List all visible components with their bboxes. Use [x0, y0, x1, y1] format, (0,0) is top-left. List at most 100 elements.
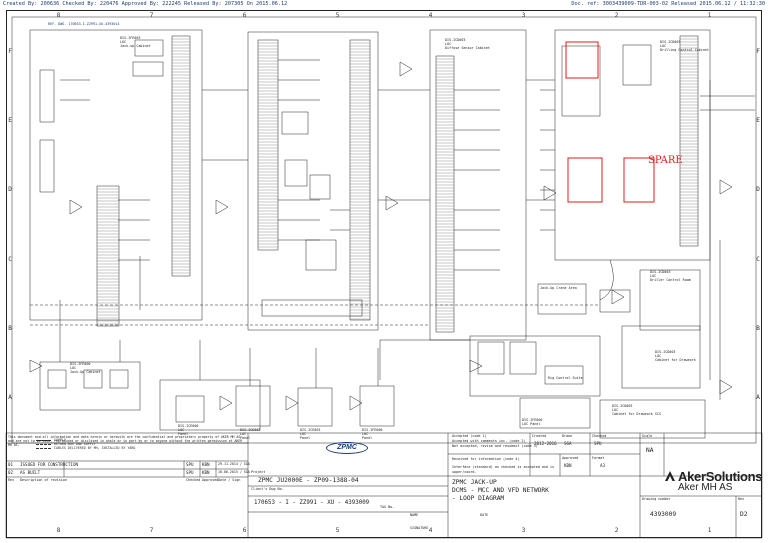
drawing-sheet	[6, 10, 762, 538]
accepted-row-3: Not accepted, revise and resubmit (code …	[452, 444, 538, 448]
drawn-label: Drawn	[562, 434, 573, 438]
accepted-row-4: Received for information (code 4)	[452, 457, 520, 461]
grid-column-label: 2	[614, 12, 619, 19]
rev-row-2-approved: KBN	[202, 470, 210, 475]
grid-row-label: D	[756, 186, 760, 194]
rev-row-2-rev: 02	[8, 470, 14, 475]
cabinet-b-left-label: DIS-IFE000 LOC Jack-Up Cabinet	[70, 362, 101, 374]
grid-row-label: C	[756, 255, 760, 263]
grid-column-label: 5	[335, 12, 340, 19]
grid-column-label: 7	[149, 12, 154, 19]
grid-column-label: 5	[335, 527, 340, 534]
client-no-value: 170653 - I - ZZ991 - XU - 4393009	[254, 500, 370, 506]
rev-row-2-desc: AS BUILT	[20, 470, 41, 475]
rev-row-2-checked: SPU	[186, 470, 194, 475]
rev-row-1-approved: KBN	[202, 462, 210, 467]
crane-label: Jack-Up Crane Area	[540, 286, 577, 290]
grid-row-label: A	[8, 394, 12, 402]
format-value: A3	[600, 463, 606, 468]
format-label: Format	[592, 456, 605, 460]
cabinet-b-mid2-label: DIS-ICE002 LOC Panel	[240, 428, 261, 440]
rev-row-1-desc: ISSUED FOR CONSTRUCTION	[20, 462, 78, 467]
approved-value: KBN	[564, 463, 572, 468]
rev-row-2-date: 16.06.2015 / SGA	[218, 470, 250, 474]
rev-row-1-rev: 01	[8, 462, 14, 467]
cabinet-top-right-label: DIS-ICD003 LOC Drilling Control Cabinet	[660, 40, 709, 52]
rev-row-1-date: 29.11.2014 / SGA	[218, 462, 250, 466]
grid-row-label: E	[8, 117, 12, 124]
note-top-left: REF. DWG. 170653-I-ZZ991-XU-4393014	[48, 22, 120, 26]
grid-row-label: F	[756, 47, 760, 55]
header-right: Doc. ref: 3003439009-TDR-003-02 Released…	[571, 1, 765, 7]
confidentiality-notice: This document and all information and da…	[8, 435, 243, 447]
spare-annotation: SPARE	[648, 155, 683, 166]
grid-column-label: 4	[428, 12, 433, 19]
rev-label: Rev	[738, 497, 745, 501]
aker-logo-icon	[665, 471, 675, 481]
title-line-1: ZPMC JACK-UP	[452, 479, 497, 486]
grid-column-label: 3	[521, 527, 526, 534]
project-value: ZPMC JU2000E - ZP09-1388-04	[258, 477, 359, 484]
legend-cables: CABLES DELIVERED BY MH, INSTALLED BY YAR…	[36, 446, 135, 450]
name-label: NAME	[410, 513, 419, 517]
grid-row-label: C	[8, 255, 12, 263]
cabinet-b-mid3-label: DIS-ICE003 LOC Panel	[300, 428, 321, 440]
grid-row-label: B	[8, 325, 12, 332]
checked-value: SPU	[594, 441, 602, 446]
checked-label: Checked	[592, 434, 607, 438]
drawing-number-value: 4393009	[650, 511, 677, 518]
company-name: AkerSolutions	[678, 469, 763, 484]
grid-row-label: B	[756, 325, 760, 332]
accepted-row-5: Interface (standard) as checked is accep…	[452, 465, 555, 474]
drawn-value: SGA	[564, 441, 572, 446]
grid-column-label: 2	[614, 527, 619, 534]
cabinet-b-mid1-label: DIS-ICE000 LOC Panel	[178, 424, 199, 436]
legend-return: RETURN BUS AND SUPPLY	[36, 442, 135, 446]
title-line-3: - LOOP DIAGRAM	[452, 495, 505, 502]
header-left: Created By: 200636 Checked By: 220476 Ap…	[3, 1, 288, 7]
rev-col-header: Rev	[8, 478, 15, 482]
scale-label: Scale	[642, 434, 653, 438]
desc-col-header: Description of revision	[20, 478, 67, 482]
created-label: Created	[532, 434, 547, 438]
signature-label: SIGNATURE	[410, 526, 429, 530]
date-col-header: Date / Sign	[218, 478, 241, 482]
project-label: Project	[251, 470, 266, 474]
grid-column-label: 6	[242, 12, 247, 19]
legend: SUPPLY RETURN BUS AND SUPPLY CABLES DELI…	[36, 438, 135, 450]
grid-row-label: F	[8, 47, 12, 55]
cabinet-b-mid4-label: DIS-IFE000 LOC Panel	[362, 428, 383, 440]
grid-column-label: 7	[149, 527, 154, 534]
title-line-2: DCMS - MCC AND VFD NETWORK	[452, 487, 549, 494]
cabinet-top-center-label: DIS-ICD003 LOC Diffuse Sensor Cabinet	[445, 38, 490, 50]
grid-column-label: 8	[56, 527, 61, 534]
grid-column-label: 6	[242, 527, 247, 534]
grid-column-label: 8	[56, 12, 61, 19]
room-b-right-label: DIS-ICD003 LOC Cabinet for Draweork	[655, 350, 696, 362]
cabinet-c-left-label: DIS-IFE003 LOC Jack-up Cabinet	[120, 36, 151, 48]
tag-no-label: TAG No.	[380, 505, 395, 509]
grid-row-label: E	[756, 117, 760, 124]
client-no-label: Client's Dwg No.	[251, 487, 284, 491]
room-c-right-label: DIS-ICD003 LOC Driller Control Room	[650, 270, 691, 282]
grid-row-label: D	[8, 186, 12, 194]
accepted-row-2: Accepted with comments inc. (code 2)	[452, 439, 526, 443]
rev-value: D2	[740, 511, 748, 518]
grid-row-label: A	[756, 394, 760, 402]
rev-row-1-checked: SPU	[186, 462, 194, 467]
accepted-row-1: Accepted (code 1)	[452, 434, 487, 438]
zpmc-logo: ZPMC	[326, 442, 368, 454]
scale-value: NA	[646, 447, 654, 454]
date-label: DATE	[480, 513, 489, 517]
grid-column-label: 3	[521, 12, 526, 19]
grid-column-label: 1	[707, 12, 712, 19]
company-sub: Aker MH AS	[678, 482, 733, 493]
room-a-right-label: DIS-ICD003 LOC Cabinet for Draweork SCS	[612, 404, 661, 416]
document-header: Created By: 200636 Checked By: 220476 Ap…	[0, 0, 768, 9]
created-value: 2012-2016	[534, 441, 557, 446]
approved-label: Approved	[562, 456, 579, 460]
cabinet-a-mid-label: DIS-IFE000 LOC Panel	[522, 418, 543, 426]
skid-pump-label: Rig Control Suite	[548, 376, 583, 380]
approved-col-header: Approved	[202, 478, 219, 482]
drawing-number-label: Drawing number	[642, 497, 671, 501]
